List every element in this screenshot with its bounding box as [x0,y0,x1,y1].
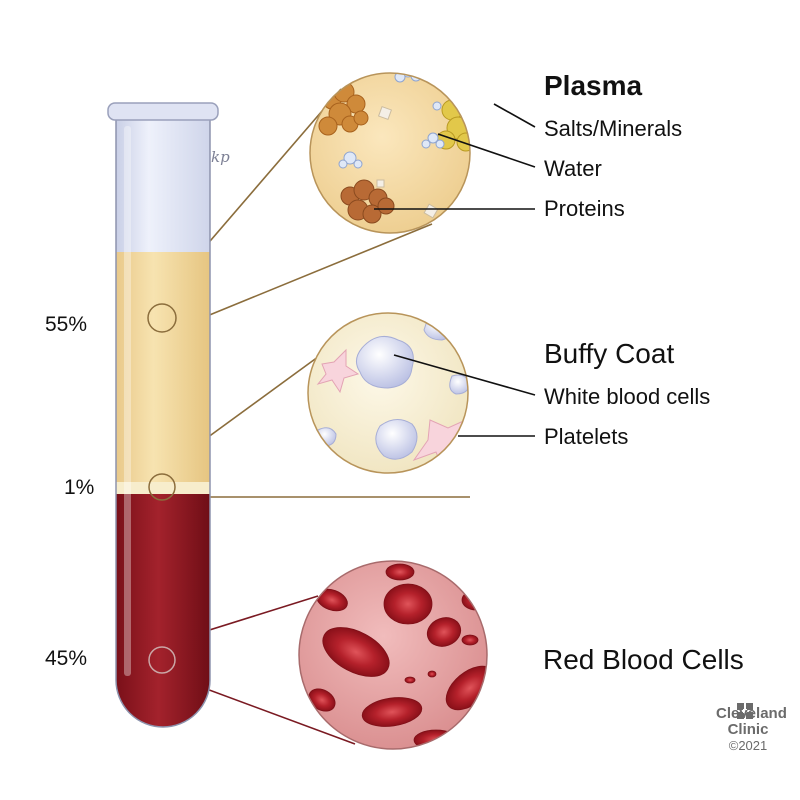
test-tube [107,102,219,728]
plasma-magnified-circle [309,72,471,234]
brand-name-line2: Clinic [727,721,769,738]
tube-signature: kp [211,148,230,166]
plasma-title: Plasma [544,70,643,101]
buffy-coat-layer [116,482,210,494]
cleveland-clinic-brand: Cleveland Clinic ©2021 [716,705,787,754]
plasma-ring [147,303,177,333]
buffy-magnified-circle [307,312,469,474]
water-label: Water [544,156,602,181]
tube-empty-section [116,118,210,258]
wbc-leader [393,354,536,396]
salts-leader [493,103,536,128]
brand-name-line1: Cleveland [716,705,787,722]
tube-rim [107,102,219,121]
rbc-magnified-circle [298,560,488,750]
buffy-ring [148,473,176,501]
plasma-layer [116,252,210,484]
salts-minerals-label: Salts/Minerals [544,116,683,141]
red-blood-cells-title: Red Blood Cells [543,644,744,675]
white-blood-cells [316,315,468,460]
magnify-rings [147,303,177,674]
red-cell-layer [116,494,210,727]
platelets-label: Platelets [544,424,629,449]
proteins-label: Proteins [544,196,625,221]
rbc-percent: 45% [45,647,88,670]
plasma-connector-lower [167,223,433,333]
water-leader [437,133,536,168]
brand-copyright: ©2021 [728,738,768,753]
buffy-percent: 1% [64,476,95,499]
cleveland-clinic-logo-icon [737,703,753,719]
callout-leaders [374,103,536,437]
rbc-ring [148,646,176,674]
white-blood-cells-label: White blood cells [544,384,711,409]
plasma-percent: 55% [45,313,88,336]
buffy-coat-title: Buffy Coat [544,338,675,369]
red-blood-cells [308,563,487,749]
protein-cluster-right [436,94,470,152]
